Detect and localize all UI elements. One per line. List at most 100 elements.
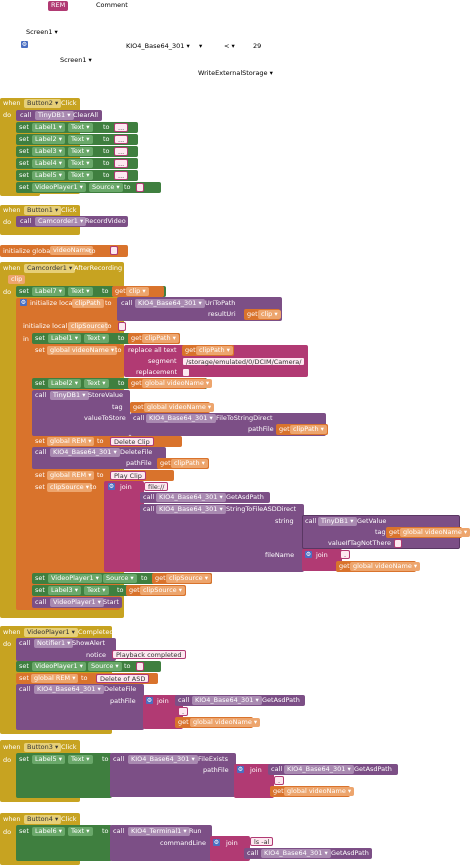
dropdown-caret[interactable]: ▾ [199,42,203,50]
videoplayer-dropdown[interactable]: VideoPlayer1 [48,574,102,583]
label6-dropdown[interactable]: Label6 [32,827,66,836]
screen-dropdown-a[interactable]: Screen1 [26,28,58,37]
string-dots[interactable]: ... [114,135,129,144]
string-empty[interactable] [118,322,126,331]
kio-component-dropdown[interactable]: KIO4_Base64_301 [126,42,190,51]
label5-dropdown[interactable]: Label5 [32,171,66,180]
camcorder1-dropdown[interactable]: Camcorder1 [35,217,87,226]
delete-asd-string[interactable]: Delete of ASD [96,674,150,683]
string-dots[interactable]: ... [114,123,129,132]
set-global-rem-delete-asd[interactable] [16,673,158,684]
label2-dropdown[interactable]: Label2 [32,135,66,144]
label3-dropdown[interactable]: Label3 [48,586,82,595]
kio-dropdown[interactable]: KIO4_Base64_301 [135,299,205,308]
gear-icon[interactable]: ⚙ [108,483,115,490]
kio-dropdown[interactable]: KIO4_Base64_301 [128,755,198,764]
kio-dropdown[interactable]: KIO4_Base64_301 [156,505,226,514]
string-dots[interactable]: ... [114,171,129,180]
screen-dropdown-b[interactable]: Screen1 [60,56,92,65]
call-kio-stringtofileasddirect[interactable] [140,504,304,572]
text-prop-dropdown[interactable]: Text [84,586,109,595]
button3-dropdown[interactable]: Button3 [24,743,62,752]
clippath-var-dropdown[interactable]: clipPath [290,425,327,434]
terminal-dropdown[interactable]: KIO4_Terminal1 [128,827,190,836]
gear-icon[interactable]: ⚙ [305,551,312,558]
kio-dropdown[interactable]: KIO4_Base64_301 [261,849,331,858]
button1-dropdown[interactable]: Button1 [24,206,62,215]
text-prop-dropdown[interactable]: Text [68,147,93,156]
dot-string[interactable]: . [274,776,285,785]
source-prop-dropdown[interactable]: Source [103,574,137,583]
dot-string[interactable]: . [178,707,189,716]
global-videoname-dropdown[interactable]: global videoName [190,718,261,727]
text-prop-dropdown[interactable]: Text [68,123,93,132]
clipsource-var-dropdown[interactable]: clipSource [140,586,185,595]
text-prop-dropdown[interactable]: Text [68,171,93,180]
dot-string[interactable]: . [340,550,351,559]
videoplayer-dropdown[interactable]: VideoPlayer1 [32,183,86,192]
camcorder-event-dropdown[interactable]: Camcorder1 [24,264,76,273]
global-videoname-dropdown[interactable]: global videoName [144,403,215,412]
text-prop-dropdown[interactable]: Text [84,334,109,343]
string-dots[interactable]: ... [114,159,129,168]
global-videoname-dropdown[interactable]: global videoName [400,528,471,537]
global-videoname-dropdown[interactable]: global videoName [47,346,118,355]
delete-clip-string[interactable]: Delete Clip [110,437,154,446]
kio-dropdown[interactable]: KIO4_Base64_301 [146,414,216,423]
local-clippath-name[interactable]: clipPath [72,299,104,308]
gear-icon[interactable]: ⚙ [146,697,153,704]
label1-dropdown[interactable]: Label1 [32,123,66,132]
string-empty[interactable] [110,246,118,255]
set-clipsource[interactable] [32,482,106,572]
string-empty[interactable] [182,368,190,377]
button2-dropdown[interactable]: Button2 [24,99,62,108]
label7-dropdown[interactable]: Label7 [32,287,66,296]
tinydb1-dropdown[interactable]: TinyDB1 [35,111,74,120]
text-prop-dropdown[interactable]: Text [68,755,93,764]
button4-dropdown[interactable]: Button4 [24,815,62,824]
global-rem-dropdown[interactable]: global REM [47,471,95,480]
clippath-var-dropdown[interactable]: clipPath [171,459,208,468]
global-rem-dropdown[interactable]: global REM [47,437,95,446]
segment-string[interactable]: /storage/emulated/0/DCIM/Camera/ [182,357,306,366]
clipsource-var-dropdown[interactable]: clipSource [47,483,92,492]
gear-icon[interactable]: ⚙ [21,41,28,48]
global-videoname-dropdown[interactable]: global videoName [142,379,213,388]
string-empty[interactable] [136,662,144,671]
global-videoname-dropdown[interactable]: global videoName [350,562,421,571]
videoplayer-dropdown[interactable]: VideoPlayer1 [50,598,104,607]
gear-icon[interactable]: ⚙ [213,839,220,846]
text-prop-dropdown[interactable]: Text [68,159,93,168]
kio-dropdown[interactable]: KIO4_Base64_301 [34,685,104,694]
videoplayer-event-dropdown[interactable]: VideoPlayer1 [24,628,78,637]
string-empty[interactable] [394,539,402,548]
notifier1-dropdown[interactable]: Notifier1 [34,639,74,648]
label5-dropdown[interactable]: Label5 [32,755,66,764]
local-clipsource-name[interactable]: clipSource [68,322,108,331]
file-prefix-string[interactable]: file:// [144,482,169,491]
clip-var-dropdown[interactable]: clip [126,287,149,296]
playback-completed-string[interactable]: Playback completed [112,650,186,659]
text-join-filename[interactable] [302,549,342,571]
clip-param[interactable]: clip [8,275,26,284]
clippath-var-dropdown[interactable]: clipPath [142,334,179,343]
global-rem-dropdown[interactable]: global REM [31,674,79,683]
tinydb1-dropdown[interactable]: TinyDB1 [318,517,357,526]
compare-operator[interactable]: < [224,42,235,51]
set-label2-text-videoname[interactable] [32,378,207,389]
play-clip-string[interactable]: Play Clip [110,471,146,480]
label2-dropdown[interactable]: Label2 [48,379,82,388]
tinydb1-dropdown[interactable]: TinyDB1 [50,391,89,400]
source-prop-dropdown[interactable]: Source [89,183,123,192]
text-join[interactable] [104,481,144,572]
label1-dropdown[interactable]: Label1 [48,334,82,343]
kio-dropdown[interactable]: KIO4_Base64_301 [156,493,226,502]
permission-dropdown[interactable]: WriteExternalStorage [198,69,273,78]
ls-command-string[interactable]: ls -al [250,837,274,846]
global-videoname-dropdown[interactable]: global videoName [284,787,355,796]
kio-dropdown[interactable]: KIO4_Base64_301 [284,765,354,774]
source-prop-dropdown[interactable]: Source [88,662,122,671]
label3-dropdown[interactable]: Label3 [32,147,66,156]
clippath-var-dropdown[interactable]: clipPath [196,346,233,355]
set-global-rem-delete-clip[interactable] [32,436,182,447]
